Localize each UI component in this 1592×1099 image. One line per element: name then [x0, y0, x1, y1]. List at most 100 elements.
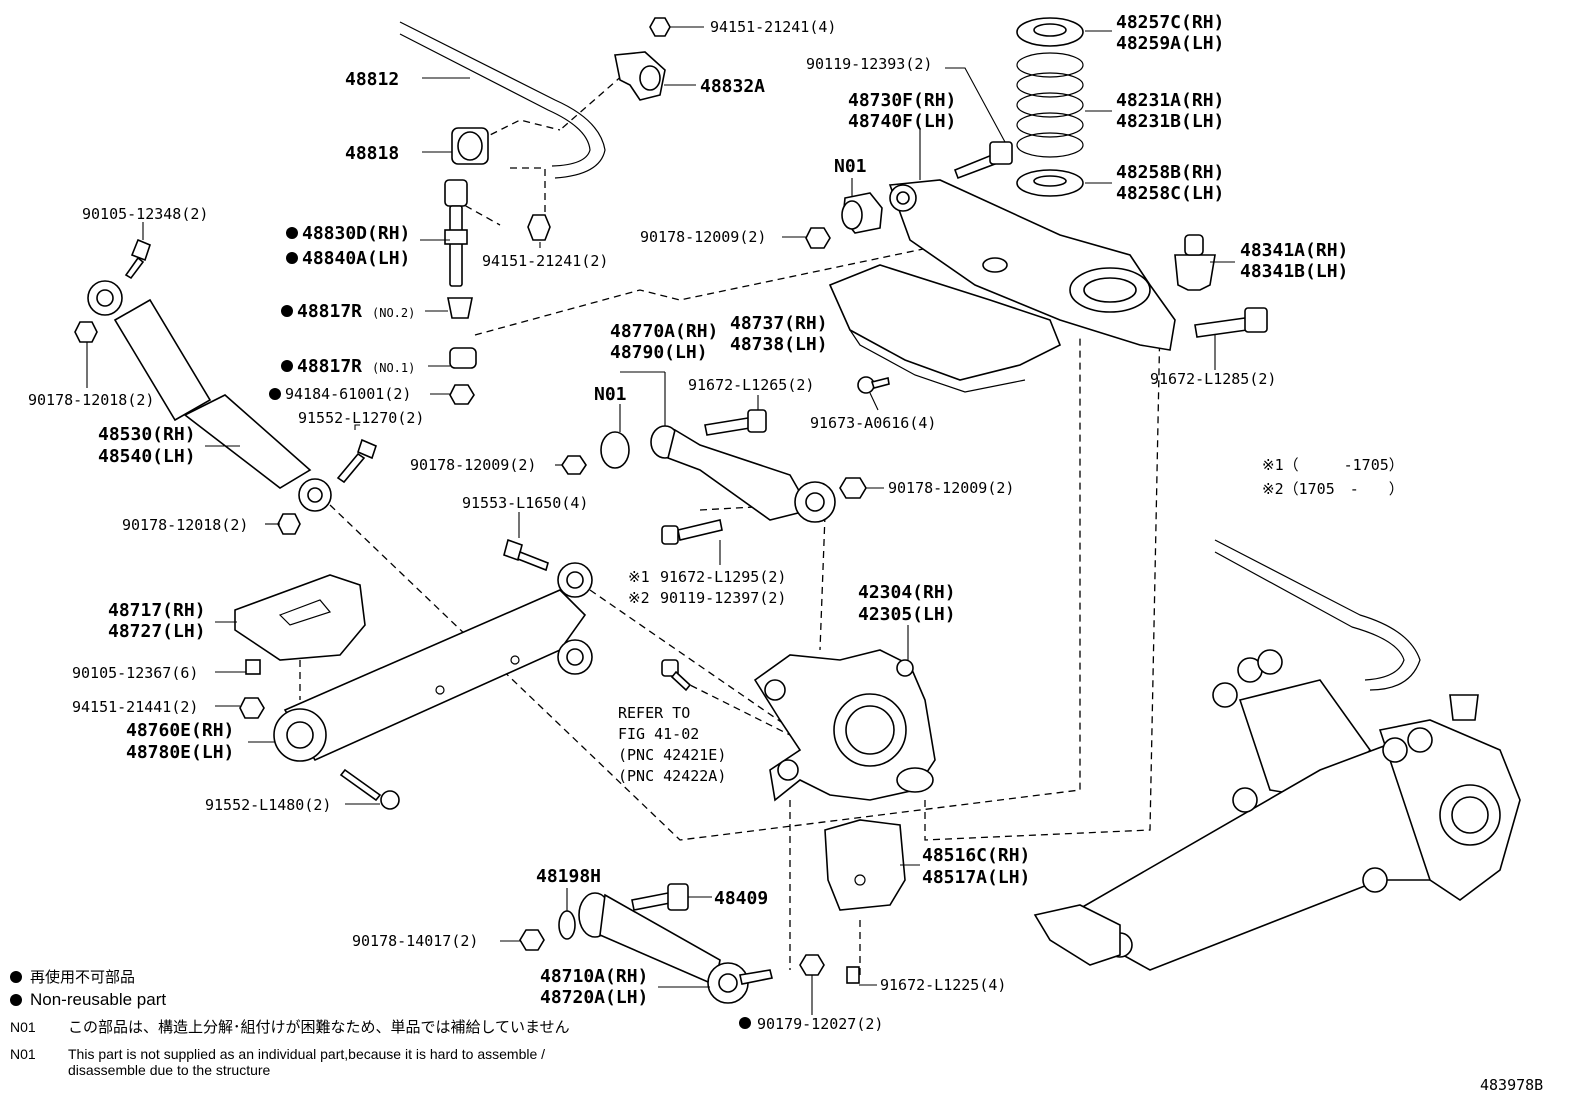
non-reusable-dot-icon [281, 360, 293, 372]
part-label: 91673-A0616(4) [810, 414, 936, 432]
assembly-overview [1033, 539, 1521, 971]
bolt-icon [661, 659, 692, 692]
bolt-icon [857, 376, 890, 394]
legend-nonreuse-en: Non-reusable part [10, 990, 166, 1010]
part-label: 94151-21441(2) [72, 698, 198, 716]
reference-note: (PNC 42421E) [618, 746, 726, 764]
bracket-48516C [824, 819, 906, 911]
nut-icon [519, 929, 545, 951]
part-label: 91553-L1650(4) [462, 494, 588, 512]
part-label: 48790(LH) [610, 342, 708, 363]
bolt-icon [631, 883, 689, 911]
part-label: 48540(LH) [98, 446, 196, 467]
crossmember-lower-frame [828, 264, 1062, 393]
part-label: 90119-12393(2) [806, 55, 932, 73]
nut-icon [799, 954, 825, 976]
part-label: 91672-L1285(2) [1150, 370, 1276, 388]
legend-text: disassemble due to the structure [68, 1062, 271, 1078]
part-label: 48817R [297, 356, 362, 377]
reference-note: REFER TO [618, 704, 690, 722]
nut-icon [839, 477, 867, 499]
assembly-dashed-lines [299, 59, 1161, 975]
non-reusable-dot-icon [10, 971, 22, 983]
link-bushing-no2 [447, 297, 473, 319]
nut-icon [561, 455, 587, 475]
suspension-crossmember [888, 179, 1176, 351]
part-label: 48840A(LH) [302, 248, 410, 269]
bolt-icon [503, 538, 549, 572]
bolt-icon [336, 438, 377, 484]
reference-note: (PNC 42422A) [618, 767, 726, 785]
legend-n01-en-2: disassemble due to the structure [68, 1062, 270, 1078]
bolt-icon [661, 519, 723, 545]
part-label: 48257C(RH) [1116, 12, 1224, 33]
part-label: 48341B(LH) [1240, 261, 1348, 282]
part-label: 48737(RH) [730, 313, 828, 334]
upper-control-arm [650, 425, 836, 523]
part-label: 91552-L1270(2) [298, 409, 424, 427]
bolt-icon [124, 238, 151, 280]
part-label: 90178-12018(2) [122, 516, 248, 534]
legend-text: 再使用不可部品 [30, 969, 136, 986]
legend-text: この部品は、構造上分解･組付けが困難なため、単品では補給していません [68, 1019, 570, 1036]
nut-icon [527, 214, 551, 241]
non-reusable-dot-icon [10, 994, 22, 1006]
part-label: ※1 [628, 568, 650, 586]
part-label: 48517A(LH) [922, 867, 1030, 888]
part-label: 94151-21241(4) [710, 18, 836, 36]
nut-icon [449, 384, 475, 405]
legend-tag: N01 [10, 1019, 36, 1035]
part-label: 48780E(LH) [126, 742, 234, 763]
non-reusable-dot-icon [269, 388, 281, 400]
part-label: (NO.1) [372, 361, 415, 375]
part-label: 90105-12367(6) [72, 664, 198, 682]
part-label: 90179-12027(2) [757, 1015, 883, 1033]
legend-n01-jp: N01 この部品は、構造上分解･組付けが困難なため、単品では補給していません [10, 1016, 570, 1037]
bushing-n01 [600, 431, 630, 469]
bolt-icon [846, 966, 860, 984]
legend-text: Non-reusable part [30, 990, 167, 1009]
bolt-icon [245, 659, 261, 675]
spring-lower-seat [1016, 169, 1084, 197]
steering-knuckle [753, 649, 936, 802]
stabilizer-bar [399, 21, 606, 179]
part-label: 48730F(RH) [848, 90, 956, 111]
part-label: 90178-12009(2) [640, 228, 766, 246]
part-label: 42305(LH) [858, 604, 956, 625]
part-label: (NO.2) [372, 306, 415, 320]
toe-control-link [578, 892, 773, 1004]
part-label: 90105-12348(2) [82, 205, 208, 223]
lower-control-arm [273, 562, 593, 762]
nut-icon [805, 227, 831, 249]
part-label: 48812 [345, 69, 399, 90]
part-label: ※2 [628, 589, 650, 607]
part-label: 48341A(RH) [1240, 240, 1348, 261]
part-label: 48516C(RH) [922, 845, 1030, 866]
part-label: 48760E(RH) [126, 720, 234, 741]
part-label: 48740F(LH) [848, 111, 956, 132]
part-label: N01 [834, 156, 867, 177]
part-label: 48231B(LH) [1116, 111, 1224, 132]
stabilizer-bracket [614, 51, 666, 101]
nut-icon [649, 17, 671, 37]
part-label: 91672-L1265(2) [688, 376, 814, 394]
part-label: 42304(RH) [858, 582, 956, 603]
part-label: 48818 [345, 143, 399, 164]
legend-nonreuse-jp: 再使用不可部品 [10, 966, 135, 987]
stabilizer-link [444, 179, 468, 287]
part-labels: 94151-21241(4) 48832A 48812 48818 90105-… [28, 12, 1543, 1094]
part-label: 90178-12009(2) [888, 479, 1014, 497]
nut-icon [277, 513, 301, 535]
nut-icon [239, 697, 265, 719]
part-label: 90178-14017(2) [352, 932, 478, 950]
cam-plate [558, 910, 576, 940]
date-note: ※2（1705 - ） [1262, 480, 1404, 498]
part-label: 48710A(RH) [540, 966, 648, 987]
non-reusable-dot-icon [286, 227, 298, 239]
coil-spring [1016, 52, 1084, 158]
non-reusable-dot-icon [739, 1017, 751, 1029]
part-label: N01 [594, 384, 627, 405]
bolt-icon [953, 141, 1013, 180]
bolt-icon [704, 409, 767, 436]
